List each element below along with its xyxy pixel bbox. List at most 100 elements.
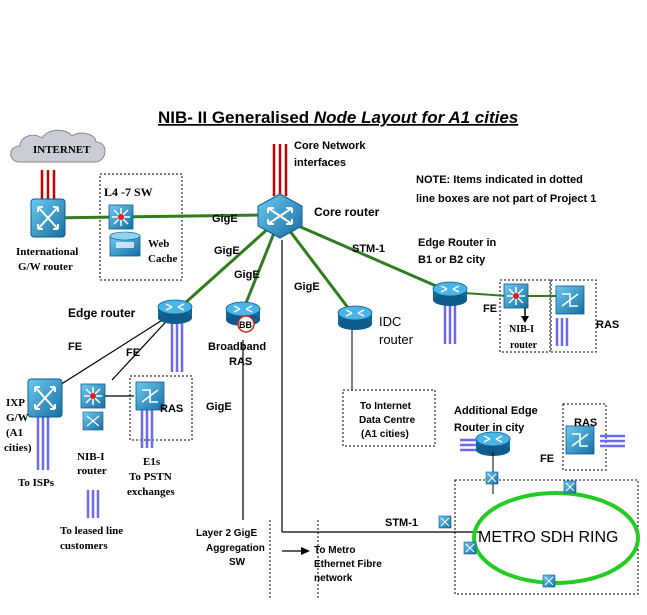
- arrow-head-metro-eth: [301, 547, 310, 555]
- gige-label-4: GigE: [294, 281, 320, 293]
- metro-eth-label-2: Ethernet Fibre: [314, 559, 382, 570]
- intl-label-2: G/W router: [18, 261, 73, 273]
- fe-label-1: FE: [68, 341, 82, 353]
- link-core-idc: [278, 217, 354, 314]
- edge-router-b1-icon: [432, 281, 468, 307]
- add-edge-label-2: Router in city: [454, 422, 525, 434]
- diagram-title: NIB- II Generalised Node Layout for A1 c…: [158, 108, 518, 127]
- red-trunks-core: [272, 144, 288, 196]
- dotted-box-ras-left: [129, 375, 193, 441]
- note-line-1: NOTE: Items indicated in dotted: [416, 174, 583, 186]
- sdh-node-icon: [438, 515, 452, 529]
- ras-add-label: RAS: [574, 417, 597, 429]
- tributaries-ras-add: [600, 434, 625, 448]
- dotted-box-ras-right: [550, 279, 597, 353]
- international-gw-router-icon: [30, 198, 66, 238]
- ixp-gw-router-icon: [27, 378, 63, 418]
- sdh-node-icon: [463, 541, 477, 555]
- l2-label-1: Layer 2 GigE: [196, 528, 257, 539]
- tributaries-edgeb1: [443, 304, 457, 344]
- ras-right-label: RAS: [596, 319, 619, 331]
- nib1-left-base-icon: [82, 411, 104, 431]
- nib1-router-right-icon: [503, 283, 529, 309]
- idc-note-1: To Internet: [360, 401, 412, 412]
- gige-label-1: GigE: [212, 213, 238, 225]
- metro-sdh-ring: [472, 491, 640, 585]
- intl-label-1: International: [16, 246, 78, 258]
- leased-label-1: To leased line: [60, 525, 123, 537]
- arrow-head-nib1-right: [521, 316, 529, 323]
- gige-label-2: GigE: [214, 245, 240, 257]
- ixp-label-2: G/W: [6, 412, 29, 424]
- ixp-label-3: (A1: [6, 427, 23, 439]
- core-router-label: Core router: [314, 205, 380, 219]
- tributaries-ras-left: [140, 410, 154, 448]
- nib1-router-left-icon: [80, 383, 106, 409]
- bb-ras-label-2: RAS: [229, 356, 252, 368]
- dotted-box-nib1-right: [499, 279, 551, 353]
- leased-label-2: customers: [60, 540, 108, 552]
- bb-ras-label-1: Broadband: [208, 341, 266, 353]
- ras-right-icon: [555, 285, 585, 315]
- link-edge-ixp: [51, 311, 176, 391]
- tributaries-edge: [170, 322, 184, 372]
- to-isps-label: To ISPs: [18, 477, 55, 489]
- dotted-box-l2-sides: [269, 520, 319, 600]
- nib1-left-label-2: router: [77, 465, 107, 477]
- stm1-bottom-label: STM-1: [385, 517, 418, 529]
- e1s-label-3: exchanges: [127, 486, 175, 498]
- stm1-top-label: STM-1: [352, 243, 385, 255]
- metro-eth-label-1: To Metro: [314, 545, 355, 556]
- nib1-right-label-2: router: [510, 340, 538, 351]
- dotted-box-idc-note: [342, 389, 436, 447]
- idc-note-2: Data Centre: [359, 415, 416, 426]
- tributaries-ixp: [36, 412, 50, 470]
- idc-router-icon: [337, 305, 373, 331]
- fe-right-label: FE: [483, 303, 497, 315]
- idc-note-3: (A1 cities): [361, 429, 409, 440]
- sdh-node-icon: [563, 480, 577, 494]
- edge-router-icon: [157, 299, 193, 325]
- tributaries-ras-right: [555, 318, 569, 346]
- title-part-1: NIB- II Generalised: [158, 108, 314, 127]
- link-intl-core: [47, 213, 261, 220]
- sdh-node-icon: [485, 471, 499, 485]
- nib1-right-label-1: NIB-I: [509, 324, 534, 335]
- bb-label: BB: [239, 320, 252, 330]
- edge-router-label: Edge router: [68, 306, 136, 320]
- broadband-ras-icon: [225, 301, 261, 333]
- web-cache-label-2: Cache: [148, 253, 177, 265]
- nib1-left-label-1: NIB-I: [77, 451, 105, 463]
- ras-additional-icon: [565, 425, 595, 455]
- e1s-label-2: To PSTN: [129, 471, 172, 483]
- internet-label: INTERNET: [33, 144, 91, 156]
- ixp-label-4: cities): [4, 442, 32, 454]
- metro-eth-label-3: network: [314, 573, 353, 584]
- add-edge-label-1: Additional Edge: [454, 405, 538, 417]
- gige-label-5: GigE: [206, 401, 232, 413]
- sdh-node-icon: [542, 574, 556, 588]
- idc-label-2: router: [379, 332, 414, 347]
- edge-b1-label-1: Edge Router in: [418, 237, 497, 249]
- web-cache-icon: [109, 231, 141, 257]
- l4-7-switch-icon: [108, 204, 134, 230]
- link-core-edge: [173, 216, 282, 314]
- tributaries-leased: [86, 490, 100, 518]
- core-net-label-1: Core Network: [294, 140, 366, 152]
- ras-left-label: RAS: [160, 403, 183, 415]
- ixp-label-1: IXP: [6, 397, 25, 409]
- l4-sw-label: L4 -7 SW: [104, 185, 153, 199]
- fe-add-label: FE: [540, 453, 554, 465]
- idc-label-1: IDC: [379, 314, 401, 329]
- link-core-edgeb1: [279, 216, 451, 294]
- core-net-label-2: interfaces: [294, 157, 346, 169]
- gige-label-3: GigE: [234, 269, 260, 281]
- red-trunks-internet: [40, 170, 56, 200]
- l2-label-3: SW: [229, 557, 246, 568]
- metro-ring-label: METRO SDH RING: [478, 529, 618, 546]
- l2-label-2: Aggregation: [206, 543, 265, 554]
- title-part-2: Node Layout for A1 cities: [314, 108, 518, 127]
- fe-label-2: FE: [126, 347, 140, 359]
- note-line-2: line boxes are not part of Project 1: [416, 193, 596, 205]
